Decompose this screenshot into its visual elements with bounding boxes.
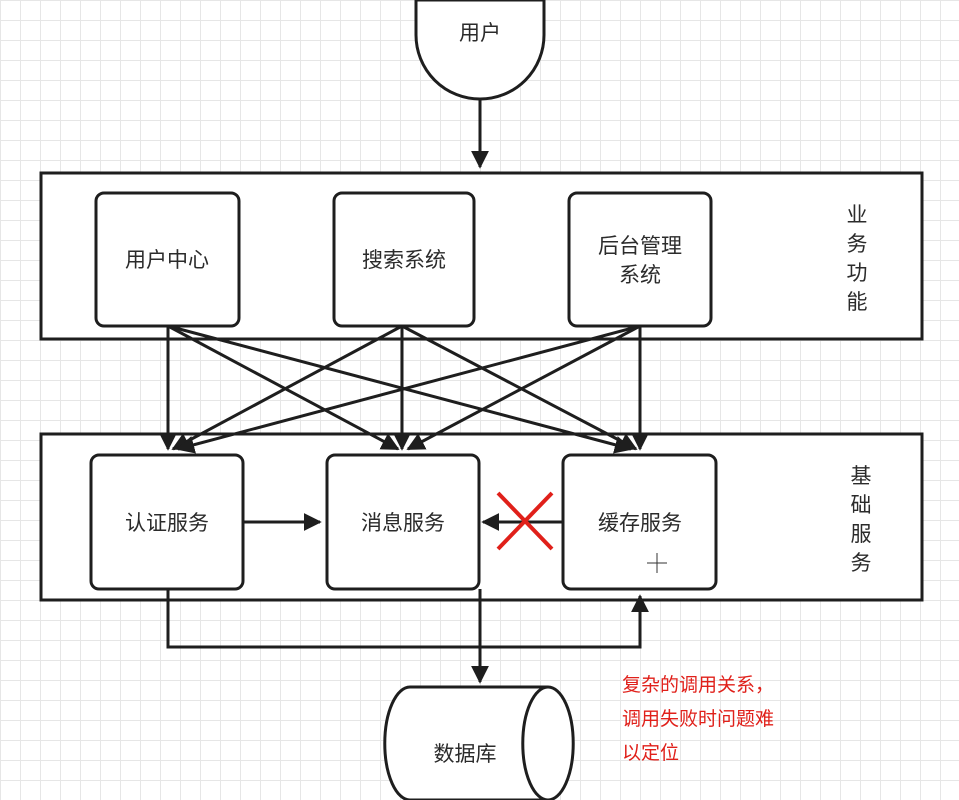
edge-admin-to-auth <box>176 324 641 454</box>
edge-usercenter-to-cache <box>167 324 633 454</box>
edge-usercenter-to-message <box>167 324 400 451</box>
business-label-char: 务 <box>847 232 868 256</box>
business-label-char: 业 <box>847 203 868 227</box>
foundation-label-char: 服 <box>851 522 872 546</box>
search-system-node <box>332 191 476 328</box>
admin-system-label-line: 系统 <box>619 263 661 287</box>
user-label: 用户 <box>459 21 501 45</box>
foundation-label-char: 基 <box>851 464 872 488</box>
edge-admin-to-message <box>406 324 641 451</box>
cursor-crosshair-icon <box>647 553 667 573</box>
message-service-node <box>325 453 481 591</box>
cache-service-label: 缓存服务 <box>598 511 682 535</box>
auth-service-node <box>89 453 245 591</box>
edge-auth-to-cache-loop <box>166 589 649 649</box>
database-label: 数据库 <box>434 742 497 766</box>
business-label-char: 功 <box>847 261 868 285</box>
note-line: 调用失败时问题难 <box>622 708 774 730</box>
admin-system-node <box>567 191 713 328</box>
business-label-char: 能 <box>847 290 868 314</box>
cache-service-node <box>561 453 718 591</box>
search-system-label: 搜索系统 <box>362 248 446 272</box>
user-center-node <box>94 191 241 328</box>
database-node <box>383 685 575 800</box>
note-line: 复杂的调用关系， <box>622 674 774 696</box>
note-line: 以定位 <box>622 742 679 764</box>
foundation-label-char: 础 <box>851 493 872 517</box>
foundation-label-char: 务 <box>851 551 872 575</box>
user-node <box>414 0 546 101</box>
message-service-label: 消息服务 <box>361 511 445 535</box>
business-group-label: 业 务 功 能 <box>847 203 868 314</box>
auth-service-label: 认证服务 <box>125 511 209 535</box>
foundation-group-label: 基 础 服 务 <box>851 464 872 575</box>
edge-search-to-auth <box>171 324 403 451</box>
admin-system-label-line: 后台管理 <box>598 234 682 258</box>
user-center-label: 用户中心 <box>125 248 209 272</box>
cross-icon <box>496 491 554 551</box>
annotation-note: 复杂的调用关系， 调用失败时问题难 以定位 <box>622 674 774 764</box>
edge-search-to-cache <box>401 324 638 451</box>
